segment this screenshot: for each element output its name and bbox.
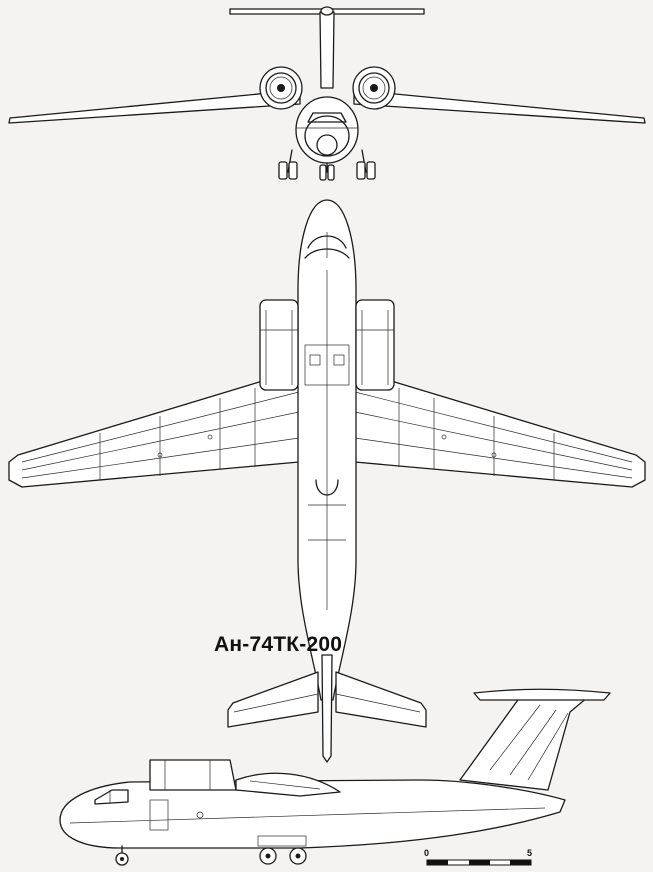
scale-end-label: 5 [527,848,533,858]
scale-start-label: 0 [424,848,430,858]
side-view [59,688,611,866]
side-engine [149,759,237,791]
side-stabilizer [473,688,611,701]
top-stabilizer [227,671,319,728]
side-landing-gear [115,835,307,866]
front-wing-right [353,89,646,124]
side-fin [459,696,589,791]
front-landing-gear [278,149,376,181]
scale-bar [426,859,532,866]
front-engine-right [352,66,396,110]
front-engine-left [259,66,303,110]
side-wing [235,772,341,797]
front-view [8,6,646,181]
aircraft-designation: Ан-74ТК-200 [214,633,343,656]
front-fuselage [295,96,359,164]
front-fin [319,11,335,89]
wing-panel-lines [21,388,633,480]
top-view [8,199,646,763]
top-engine-right [355,299,395,391]
side-fuselage [59,779,566,849]
top-engine-left [259,299,299,391]
front-wing-left [8,89,301,124]
